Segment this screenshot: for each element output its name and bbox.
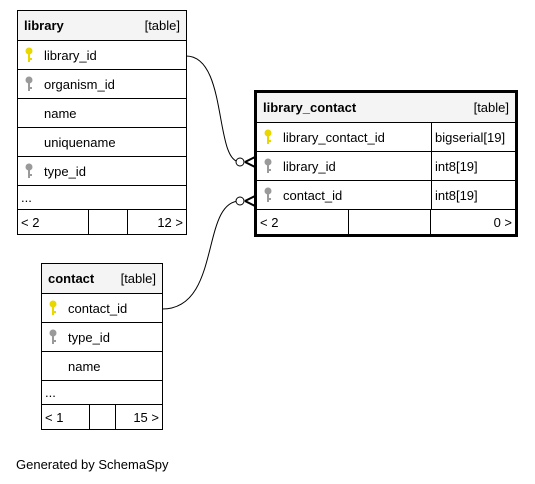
parent-count[interactable]: < 2 xyxy=(18,210,89,234)
table-contact[interactable]: contact [table] contact_id type_id name … xyxy=(41,263,163,430)
child-count[interactable]: 15 > xyxy=(133,409,159,425)
column-row[interactable]: uniquename xyxy=(18,128,186,157)
column-row[interactable]: library_contact_id bigserial[19] xyxy=(257,123,515,152)
column-name: name xyxy=(44,105,77,121)
column-row[interactable]: contact_id xyxy=(42,294,162,323)
table-header: contact [table] xyxy=(42,264,162,294)
column-name: name xyxy=(68,358,101,374)
column-row[interactable]: type_id xyxy=(18,157,186,186)
column-name: contact_id xyxy=(283,187,343,203)
table-name[interactable]: library_contact xyxy=(263,100,357,115)
column-name: library_id xyxy=(44,47,97,63)
column-row[interactable]: organism_id xyxy=(18,70,186,99)
generated-by-label: Generated by SchemaSpy xyxy=(16,457,169,472)
table-type-label: [table] xyxy=(144,18,180,33)
foreign-key-icon xyxy=(257,158,279,174)
column-row[interactable]: library_id xyxy=(18,41,186,70)
column-row[interactable]: name xyxy=(42,352,162,381)
table-library[interactable]: library [table] library_id organism_id n… xyxy=(17,10,187,235)
foreign-key-icon xyxy=(18,163,40,179)
column-row[interactable]: library_id int8[19] xyxy=(257,152,515,181)
more-columns: ... xyxy=(42,381,162,405)
table-name[interactable]: library xyxy=(24,18,64,33)
parent-count[interactable]: < 2 xyxy=(257,210,349,234)
column-row[interactable]: name xyxy=(18,99,186,128)
edge-optional-marker xyxy=(235,157,245,167)
column-row[interactable]: contact_id int8[19] xyxy=(257,181,515,210)
edge-crowfoot-marker xyxy=(244,195,256,207)
primary-key-icon xyxy=(257,129,279,145)
column-type: bigserial[19] xyxy=(431,123,515,151)
column-type: int8[19] xyxy=(431,152,515,180)
column-name: type_id xyxy=(44,163,86,179)
column-name: library_id xyxy=(283,158,336,174)
table-footer: < 1 15 > xyxy=(42,405,162,429)
table-library-contact[interactable]: library_contact [table] library_contact_… xyxy=(254,90,518,237)
primary-key-icon xyxy=(42,300,64,316)
column-name: organism_id xyxy=(44,76,115,92)
table-header: library_contact [table] xyxy=(257,93,515,123)
foreign-key-icon xyxy=(257,187,279,203)
more-columns: ... xyxy=(18,186,186,210)
foreign-key-icon xyxy=(18,76,40,92)
column-name: library_contact_id xyxy=(283,129,385,145)
table-footer: < 2 0 > xyxy=(257,210,515,234)
table-footer: < 2 12 > xyxy=(18,210,186,234)
column-name: uniquename xyxy=(44,134,116,150)
table-type-label: [table] xyxy=(120,271,156,286)
edge-crowfoot-marker xyxy=(244,156,256,168)
edge-optional-marker xyxy=(235,196,245,206)
table-header: library [table] xyxy=(18,11,186,41)
column-type: int8[19] xyxy=(431,181,515,209)
column-name: type_id xyxy=(68,329,110,345)
table-name[interactable]: contact xyxy=(48,271,95,286)
edge-contact-to-library-contact xyxy=(161,200,241,310)
edge-library-to-library-contact xyxy=(185,55,241,163)
foreign-key-icon xyxy=(42,329,64,345)
child-count[interactable]: 0 > xyxy=(493,214,512,230)
column-row[interactable]: type_id xyxy=(42,323,162,352)
primary-key-icon xyxy=(18,47,40,63)
table-type-label: [table] xyxy=(473,100,509,115)
column-name: contact_id xyxy=(68,300,128,316)
parent-count[interactable]: < 1 xyxy=(42,405,90,429)
child-count[interactable]: 12 > xyxy=(157,214,183,230)
